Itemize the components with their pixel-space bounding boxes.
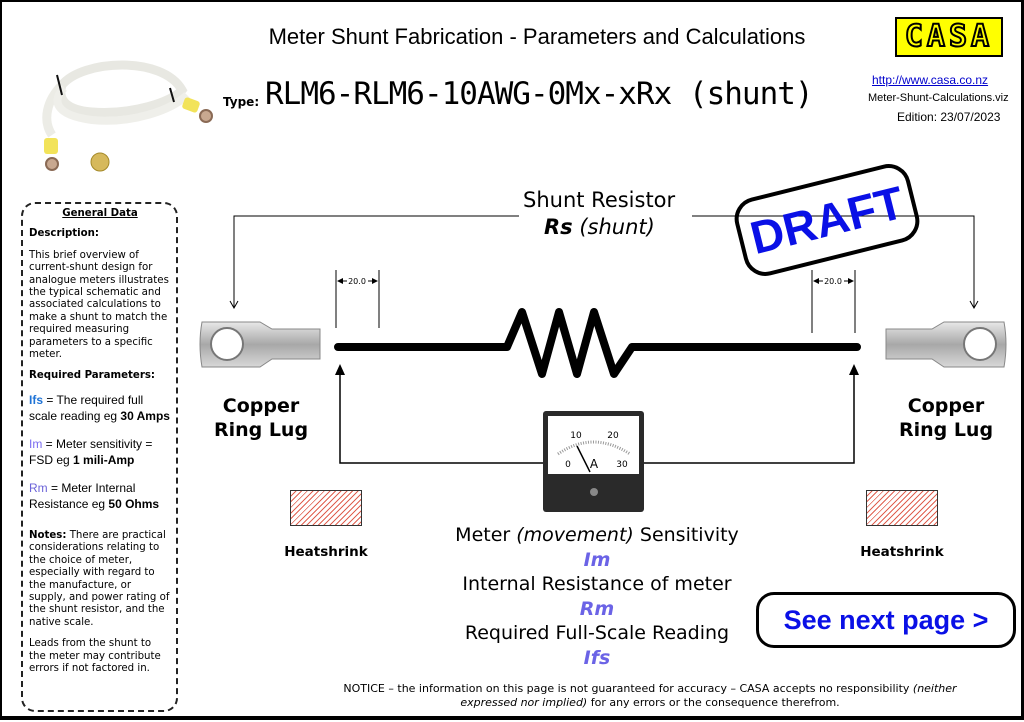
dimension-left-value: 20.0	[348, 277, 366, 286]
disclaimer-notice: NOTICE – the information on this page is…	[343, 682, 957, 709]
required-params-heading: Required Parameters:	[29, 370, 155, 382]
shunt-resistor-symbol	[334, 308, 861, 378]
param-im: Im = Meter sensitivity = FSD eg 1 mili-A…	[29, 436, 153, 467]
heatshrink-label-left: Heatshrink	[284, 544, 368, 560]
meter-leads	[335, 364, 859, 464]
casa-logo: CASA	[895, 17, 1003, 57]
logo-text: CASA	[904, 19, 994, 54]
lug-label-left: Copper Ring Lug	[213, 395, 309, 441]
panel-heading: General Data	[62, 208, 138, 219]
symbol-im: Im	[583, 549, 611, 571]
description-text: This brief overview of current-shunt des…	[29, 249, 169, 361]
file-name: Meter-Shunt-Calculations.viz	[868, 92, 1009, 104]
shunt-resistor-title: Shunt Resistor	[521, 188, 678, 212]
heatshrink-label-right: Heatshrink	[860, 544, 944, 560]
dimension-right-value: 20.0	[824, 277, 842, 286]
heatshrink-swatch-right	[866, 490, 938, 526]
page-title: Meter Shunt Fabrication - Parameters and…	[268, 24, 806, 49]
shunt-cable-photo	[42, 60, 213, 172]
meter-scale-0: 0	[565, 460, 571, 470]
heatshrink-swatch-left	[290, 490, 362, 526]
dimension-right: 20.0	[811, 270, 856, 333]
shunt-resistor-symbol-label: Rs (shunt)	[544, 215, 655, 239]
leads-note: Leads from the shunt to the meter may co…	[29, 638, 161, 674]
description-heading: Description:	[29, 228, 99, 240]
ring-lug-left	[199, 321, 321, 368]
type-label: Type:	[223, 95, 260, 109]
meter-unit: A	[590, 457, 599, 471]
website-link[interactable]: http://www.casa.co.nz	[872, 73, 989, 87]
internal-resistance-label: Internal Resistance of meter	[462, 573, 732, 595]
symbol-rm: Rm	[579, 598, 615, 620]
symbol-ifs: Ifs	[583, 647, 611, 669]
param-ifs: Ifs = The required full scale reading eg…	[29, 392, 170, 423]
dimension-left: 20.0	[335, 270, 380, 328]
type-code: RLM6-RLM6-10AWG-0Mx-xRx (shunt)	[265, 76, 814, 112]
meter-scale-10: 10	[570, 431, 582, 441]
ring-lug-right	[885, 321, 1007, 368]
meter-scale-30: 30	[616, 460, 628, 470]
general-data-panel: General Data Description: This brief ove…	[21, 202, 178, 712]
meter-scale-20: 20	[607, 431, 619, 441]
param-rm: Rm = Meter Internal Resistance eg 50 Ohm…	[29, 480, 160, 511]
meter-sensitivity-label: Meter (movement) Sensitivity	[455, 524, 739, 546]
next-page-button[interactable]: See next page >	[756, 592, 1016, 648]
ammeter-icon: 0 10 20 30 A	[543, 411, 644, 512]
lug-label-right: Copper Ring Lug	[898, 395, 994, 441]
notes-text: Notes: There are practical consideration…	[29, 529, 170, 628]
edition-date: Edition: 23/07/2023	[897, 110, 1001, 124]
shunt-leader-lines	[229, 215, 979, 310]
full-scale-label: Required Full-Scale Reading	[464, 622, 730, 644]
